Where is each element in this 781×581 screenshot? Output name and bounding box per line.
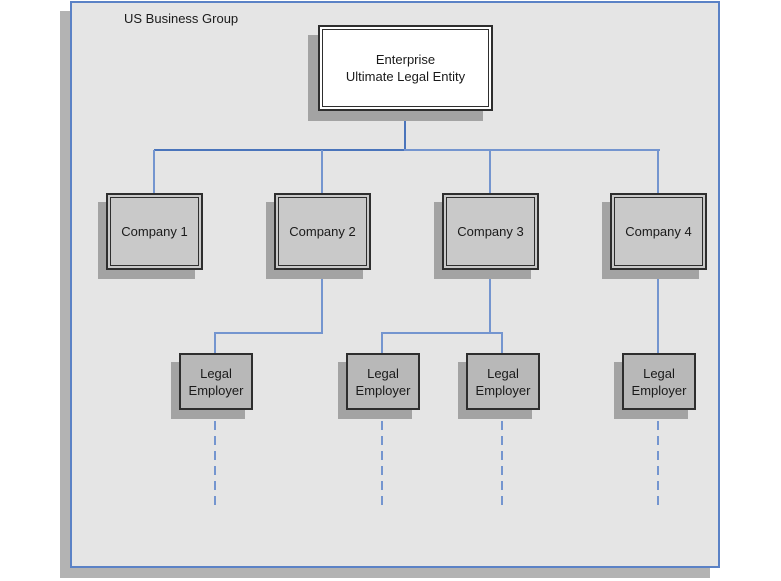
legal-employer-1-box: Legal Employer — [179, 353, 253, 410]
continuation-dashed-line-4 — [657, 421, 659, 508]
connector-employer-2-stub — [381, 410, 383, 418]
legal-employer-4-label-line2: Employer — [631, 382, 687, 398]
connector-enterprise-stem — [404, 111, 406, 150]
connector-company-3-branch — [381, 332, 503, 334]
connector-employer-3-drop — [501, 332, 503, 353]
legal-employer-3-label-line2: Employer — [475, 382, 531, 398]
connector-employer-1-stub — [214, 410, 216, 418]
company-3-box: Company 3 — [442, 193, 539, 270]
company-4-box: Company 4 — [610, 193, 707, 270]
continuation-dashed-line-1 — [214, 421, 216, 508]
legal-employer-2-label-line1: Legal — [367, 365, 399, 381]
enterprise-box: Enterprise Ultimate Legal Entity — [318, 25, 493, 111]
enterprise-label-line2: Ultimate Legal Entity — [345, 69, 466, 84]
enterprise-label-line1: Enterprise — [375, 52, 436, 67]
legal-employer-3-box: Legal Employer — [466, 353, 540, 410]
legal-employer-2-label-line2: Employer — [355, 382, 411, 398]
company-1-box: Company 1 — [106, 193, 203, 270]
connector-company-3-down — [489, 270, 491, 333]
company-1-label: Company 1 — [121, 224, 188, 239]
connector-drop-company-2 — [321, 150, 323, 193]
connector-employer-2-drop — [381, 332, 383, 353]
legal-employer-2-box: Legal Employer — [346, 353, 420, 410]
connector-company-4-down — [657, 270, 659, 353]
business-group-label: US Business Group — [124, 11, 239, 26]
connector-company-2-down — [321, 270, 323, 333]
connector-company-2-branch — [214, 332, 323, 334]
legal-employer-1-label-line1: Legal — [200, 365, 232, 381]
connector-horizontal-right — [404, 149, 660, 151]
connector-drop-company-3 — [489, 150, 491, 193]
continuation-dashed-line-3 — [501, 421, 503, 508]
company-3-label: Company 3 — [457, 224, 524, 239]
continuation-dashed-line-2 — [381, 421, 383, 508]
company-2-label: Company 2 — [289, 224, 356, 239]
company-4-label: Company 4 — [625, 224, 692, 239]
legal-employer-4-label-line1: Legal — [643, 365, 675, 381]
connector-employer-1-drop — [214, 332, 216, 353]
company-2-box: Company 2 — [274, 193, 371, 270]
connector-employer-3-stub — [501, 410, 503, 418]
connector-drop-company-1 — [153, 150, 155, 193]
connector-employer-4-stub — [657, 410, 659, 418]
connector-drop-company-4 — [657, 150, 659, 193]
connector-horizontal-left — [154, 149, 406, 151]
legal-employer-4-box: Legal Employer — [622, 353, 696, 410]
legal-employer-3-label-line1: Legal — [487, 365, 519, 381]
legal-employer-1-label-line2: Employer — [188, 382, 244, 398]
